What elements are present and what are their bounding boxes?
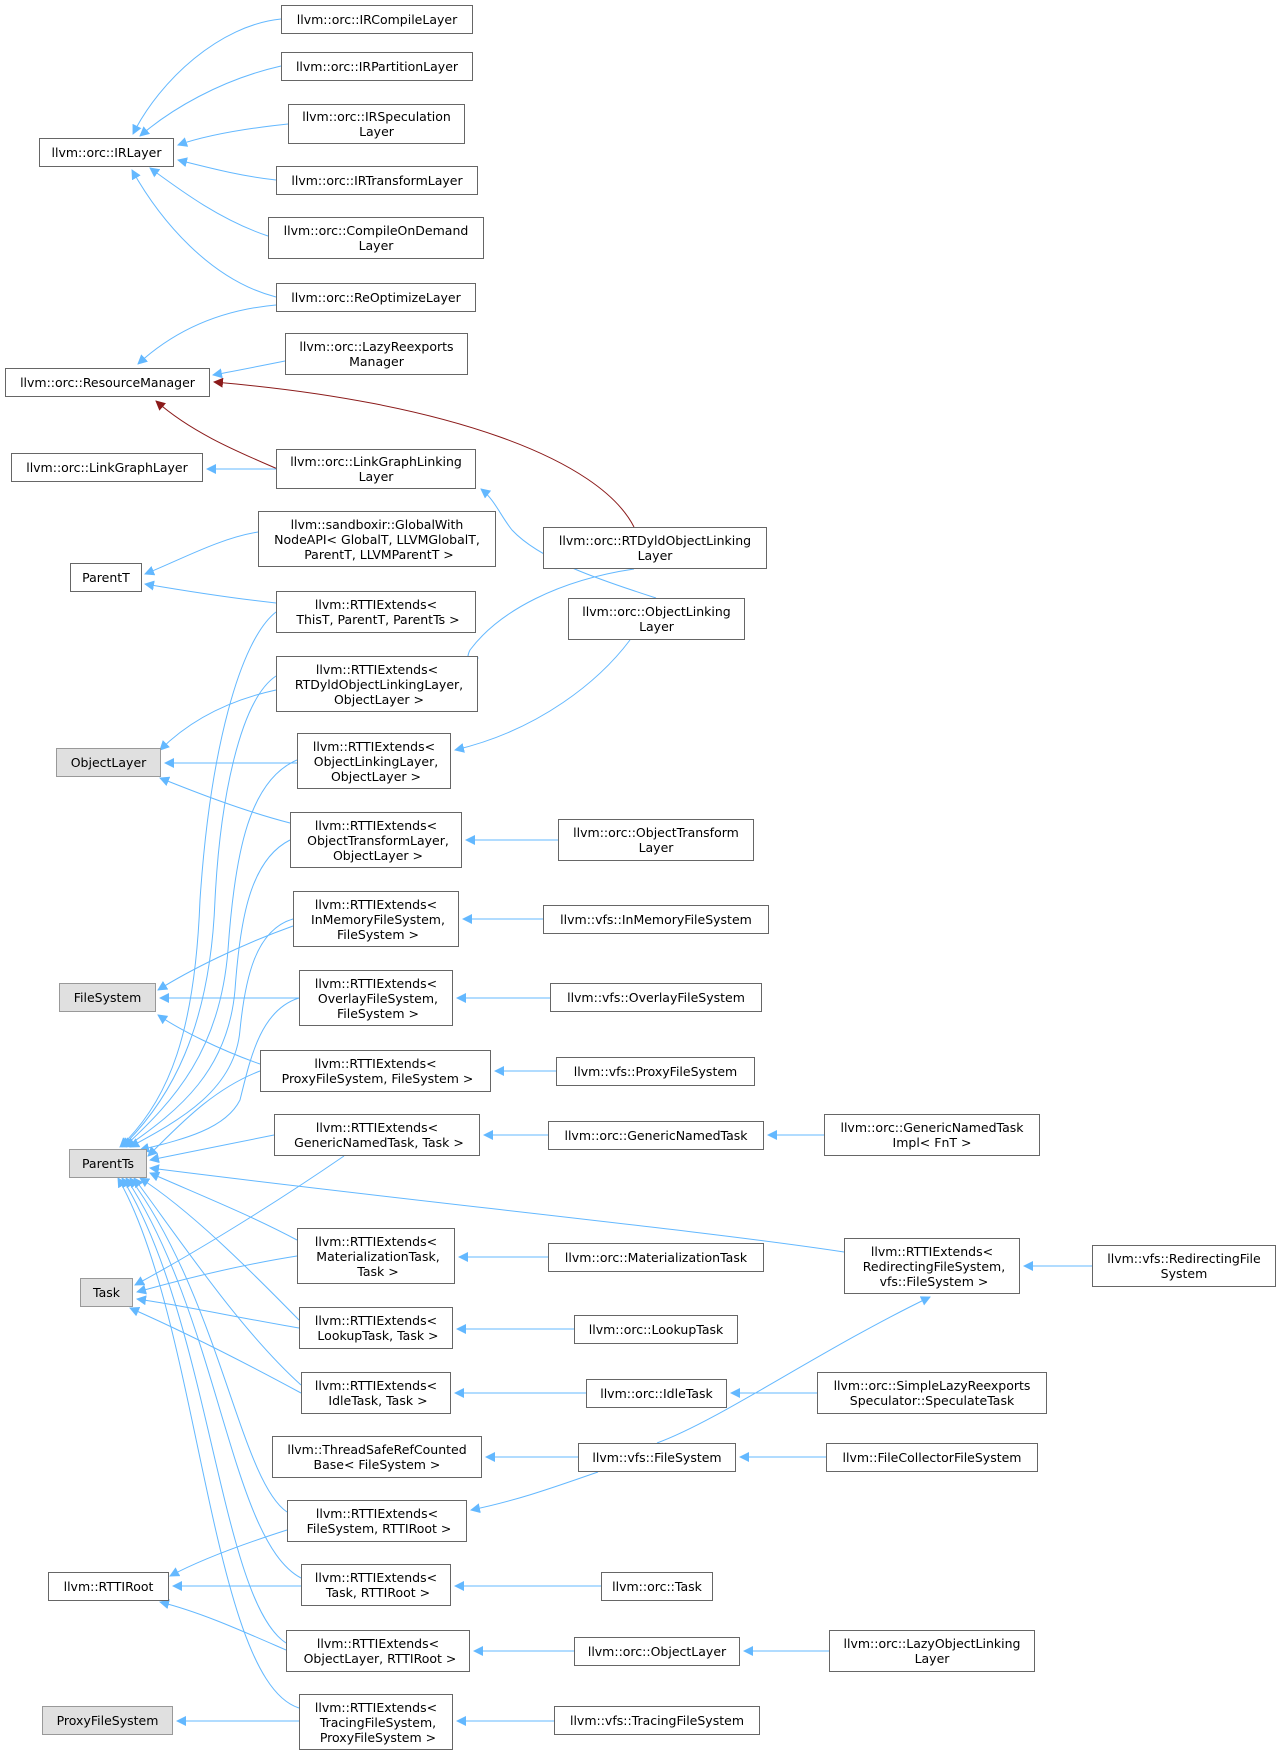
node-rttiextends-genericnamedtask[interactable]: llvm::RTTIExtends< GenericNamedTask, Tas… xyxy=(274,1114,480,1156)
node-rttiextends-objectlayer-rttiroot[interactable]: llvm::RTTIExtends< ObjectLayer, RTTIRoot… xyxy=(286,1630,470,1672)
node-ircompilelayer[interactable]: llvm::orc::IRCompileLayer xyxy=(281,5,473,34)
node-rttiroot[interactable]: llvm::RTTIRoot xyxy=(48,1572,169,1601)
inheritance-edge xyxy=(480,488,657,599)
node-rttiextends-lookuptask[interactable]: llvm::RTTIExtends< LookupTask, Task > xyxy=(299,1307,453,1349)
node-rttiextends-objecttransform[interactable]: llvm::RTTIExtends< ObjectTransformLayer,… xyxy=(290,812,462,868)
node-rttiextends-redirectingfs[interactable]: llvm::RTTIExtends< RedirectingFileSystem… xyxy=(844,1238,1020,1294)
inheritance-edge xyxy=(131,169,277,298)
inheritance-edge xyxy=(125,1177,302,1579)
inheritance-edge xyxy=(169,1529,288,1577)
inheritance-edge xyxy=(159,1599,287,1651)
node-inmemoryfilesystem[interactable]: llvm::vfs::InMemoryFileSystem xyxy=(543,905,769,934)
inheritance-edge xyxy=(139,65,282,137)
inheritance-edge xyxy=(212,360,286,379)
inheritance-edge xyxy=(121,675,277,1148)
node-objectlinkinglayer[interactable]: llvm::orc::ObjectLinking Layer xyxy=(568,598,745,640)
node-filesystem-external[interactable]: FileSystem xyxy=(59,983,156,1012)
node-rttiextends-rtdyld[interactable]: llvm::RTTIExtends< RTDyldObjectLinkingLa… xyxy=(276,656,478,712)
inheritance-edge xyxy=(119,611,277,1148)
inheritance-edge xyxy=(139,997,300,1153)
inheritance-edge xyxy=(470,1471,599,1514)
node-filecollectorfilesystem[interactable]: llvm::FileCollectorFileSystem xyxy=(826,1443,1038,1472)
inheritance-edge xyxy=(149,1134,275,1164)
inheritance-edge xyxy=(137,304,277,365)
node-compileondemandlayer[interactable]: llvm::orc::CompileOnDemand Layer xyxy=(268,217,484,259)
node-rttiextends-task-rttiroot[interactable]: llvm::RTTIExtends< Task, RTTIRoot > xyxy=(301,1564,451,1606)
node-parentt[interactable]: ParentT xyxy=(70,563,142,592)
node-rttiextends-overlayfs[interactable]: llvm::RTTIExtends< OverlayFileSystem, Fi… xyxy=(299,970,453,1026)
node-genericnamedtaskimpl[interactable]: llvm::orc::GenericNamedTask Impl< FnT > xyxy=(824,1114,1040,1156)
inheritance-edge xyxy=(149,1172,298,1241)
node-linkgraphlinkinglayer[interactable]: llvm::orc::LinkGraphLinking Layer xyxy=(276,449,476,489)
inheritance-edge xyxy=(136,1295,300,1329)
inheritance-edge xyxy=(157,1014,261,1065)
node-reoptimizelayer[interactable]: llvm::orc::ReOptimizeLayer xyxy=(276,283,476,312)
inheritance-edge xyxy=(144,531,259,576)
inheritance-edge xyxy=(147,1070,261,1157)
node-resourcemanager[interactable]: llvm::orc::ResourceManager xyxy=(5,368,210,397)
node-threadsaferefcountedbase[interactable]: llvm::ThreadSafeRefCounted Base< FileSys… xyxy=(272,1436,482,1478)
node-rttiextends-proxyfs[interactable]: llvm::RTTIExtends< ProxyFileSystem, File… xyxy=(260,1050,491,1092)
node-objecttransformlayer[interactable]: llvm::orc::ObjectTransform Layer xyxy=(558,819,754,861)
inheritance-edge xyxy=(149,167,269,237)
node-rttiextends-filesystem-rttiroot[interactable]: llvm::RTTIExtends< FileSystem, RTTIRoot … xyxy=(287,1500,467,1542)
node-orc-objectlayer[interactable]: llvm::orc::ObjectLayer xyxy=(574,1637,740,1666)
inheritance-edge xyxy=(149,1164,845,1253)
inheritance-edge xyxy=(177,123,289,147)
node-vfs-filesystem[interactable]: llvm::vfs::FileSystem xyxy=(578,1443,736,1472)
node-rttiextends-tracingfs[interactable]: llvm::RTTIExtends< TracingFileSystem, Pr… xyxy=(299,1694,453,1750)
node-overlayfilesystem[interactable]: llvm::vfs::OverlayFileSystem xyxy=(550,983,762,1012)
inheritance-edge xyxy=(133,1177,302,1386)
node-redirectingfilesystem[interactable]: llvm::vfs::RedirectingFile System xyxy=(1092,1245,1276,1287)
node-objectlayer-external[interactable]: ObjectLayer xyxy=(56,748,161,777)
node-rttiextends-materializationtask[interactable]: llvm::RTTIExtends< MaterializationTask, … xyxy=(297,1228,455,1284)
node-genericnamedtask[interactable]: llvm::orc::GenericNamedTask xyxy=(548,1121,764,1150)
node-irpartitionlayer[interactable]: llvm::orc::IRPartitionLayer xyxy=(281,52,473,81)
inheritance-edge xyxy=(129,1307,302,1394)
inheritance-edge xyxy=(144,580,277,604)
node-linkgraphlayer[interactable]: llvm::orc::LinkGraphLayer xyxy=(11,453,203,482)
node-materializationtask[interactable]: llvm::orc::MaterializationTask xyxy=(548,1243,764,1272)
inheritance-edge xyxy=(159,689,277,751)
node-lookuptask[interactable]: llvm::orc::LookupTask xyxy=(574,1315,738,1344)
node-parentts[interactable]: ParentTs xyxy=(69,1149,147,1178)
node-rttiextends-inmemoryfs[interactable]: llvm::RTTIExtends< InMemoryFileSystem, F… xyxy=(293,891,459,947)
inheritance-edge xyxy=(134,1155,345,1286)
node-proxyfilesystem[interactable]: llvm::vfs::ProxyFileSystem xyxy=(556,1057,755,1086)
inheritance-edge xyxy=(177,157,277,181)
node-lazyobjectlinkinglayer[interactable]: llvm::orc::LazyObjectLinking Layer xyxy=(829,1630,1035,1672)
inheritance-edge xyxy=(136,1255,298,1295)
node-rtdyldobjectlinkinglayer[interactable]: llvm::orc::RTDyldObjectLinking Layer xyxy=(543,527,767,569)
inheritance-edge xyxy=(125,839,291,1148)
inheritance-edge xyxy=(157,925,294,991)
inheritance-edge xyxy=(129,918,294,1148)
inheritance-edge xyxy=(213,377,635,528)
inheritance-edge xyxy=(132,18,282,135)
node-sandboxir-globalwithnodeapi[interactable]: llvm::sandboxir::GlobalWith NodeAPI< Glo… xyxy=(258,511,496,567)
inheritance-edge xyxy=(139,1177,300,1321)
inheritance-edge xyxy=(454,639,631,753)
inheritance-edge xyxy=(159,776,291,824)
node-lazyreexportsmanager[interactable]: llvm::orc::LazyReexports Manager xyxy=(285,333,468,375)
node-orc-task[interactable]: llvm::orc::Task xyxy=(601,1572,713,1601)
node-irtransformlayer[interactable]: llvm::orc::IRTransformLayer xyxy=(276,166,478,195)
node-irspeculationlayer[interactable]: llvm::orc::IRSpeculation Layer xyxy=(288,104,465,144)
inheritance-edge xyxy=(121,1177,287,1644)
node-tracingfilesystem[interactable]: llvm::vfs::TracingFileSystem xyxy=(554,1706,760,1735)
node-rttiextends-objectlinking[interactable]: llvm::RTTIExtends< ObjectLinkingLayer, O… xyxy=(297,733,451,789)
inheritance-edge xyxy=(656,1296,931,1444)
node-speculatetask[interactable]: llvm::orc::SimpleLazyReexports Speculato… xyxy=(817,1372,1047,1414)
node-rttiextends-thist[interactable]: llvm::RTTIExtends< ThisT, ParentT, Paren… xyxy=(276,591,476,633)
inheritance-edge xyxy=(123,759,298,1148)
inheritance-edge xyxy=(129,1177,288,1513)
node-irlayer[interactable]: llvm::orc::IRLayer xyxy=(39,138,174,167)
inheritance-edge xyxy=(117,1177,300,1709)
node-rttiextends-idletask[interactable]: llvm::RTTIExtends< IdleTask, Task > xyxy=(301,1372,451,1414)
node-idletask[interactable]: llvm::orc::IdleTask xyxy=(586,1379,727,1408)
node-proxyfilesystem-external[interactable]: ProxyFileSystem xyxy=(42,1706,173,1735)
node-task-external[interactable]: Task xyxy=(80,1278,133,1307)
